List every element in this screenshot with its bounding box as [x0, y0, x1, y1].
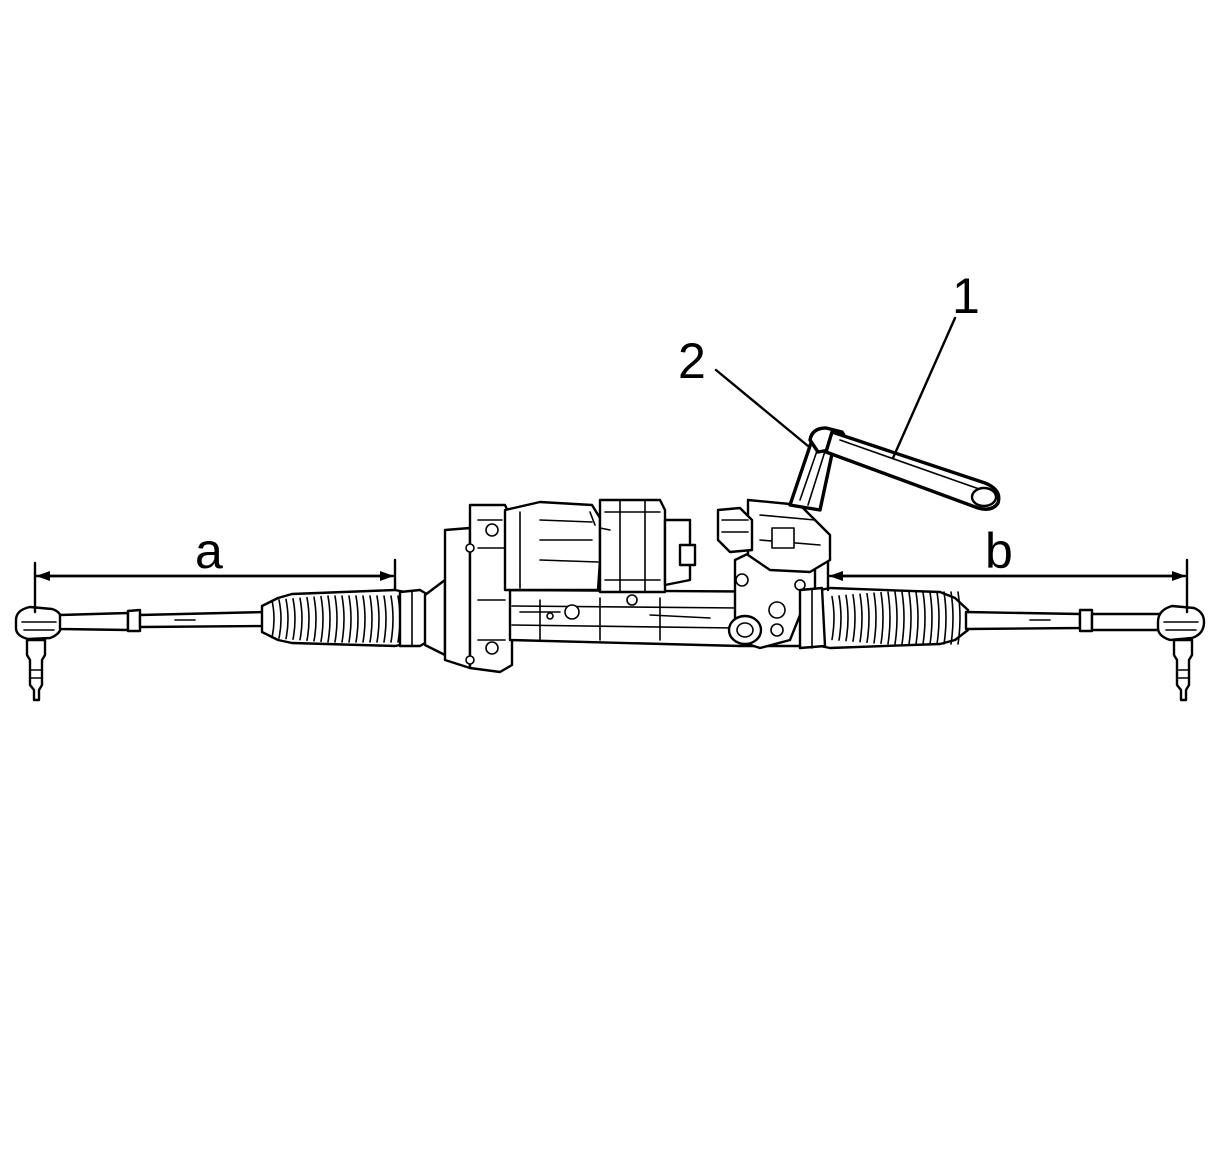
boot-rib: [901, 591, 905, 645]
boot-rib: [271, 599, 275, 639]
leader-line-2: [714, 368, 810, 448]
dimension-label-a: a: [195, 523, 223, 579]
boot-rib: [362, 595, 366, 643]
boot-rib: [320, 595, 324, 643]
boot-rib: [831, 595, 835, 641]
boot-rib: [929, 591, 933, 645]
boot-rib: [852, 594, 856, 642]
boot-rib: [334, 595, 338, 643]
boot-rib: [894, 591, 898, 645]
boot-rib: [838, 595, 842, 641]
left-tie-rod: [14, 605, 267, 702]
boot-rib: [950, 591, 954, 645]
boot-rib: [278, 599, 282, 639]
boot-rib: [887, 591, 891, 645]
dimension-a: [33, 558, 397, 614]
boot-rib: [915, 591, 919, 645]
boot-rib: [348, 595, 352, 643]
left-rack-boot: [260, 588, 407, 648]
boot-rib: [299, 597, 303, 641]
steering-gear-housing: [398, 498, 832, 674]
dimension-b: [826, 558, 1189, 614]
boot-rib: [355, 595, 359, 643]
right-tie-rod: [964, 604, 1206, 702]
boot-rib: [943, 591, 947, 645]
boot-rib: [866, 592, 870, 644]
boot-rib: [369, 595, 373, 643]
dimension-label-b: b: [985, 523, 1013, 579]
callout-label-1: 1: [952, 268, 980, 324]
boot-rib: [376, 595, 380, 643]
boot-rib: [313, 596, 317, 642]
boot-rib: [873, 592, 877, 644]
boot-rib: [292, 598, 296, 640]
boot-rib: [383, 595, 387, 643]
boot-rib: [908, 591, 912, 645]
boot-rib: [859, 593, 863, 643]
leader-lines: [714, 316, 957, 460]
boot-rib: [285, 598, 289, 640]
boot-rib: [922, 591, 926, 645]
boot-rib: [880, 591, 884, 645]
holding-tool: [788, 426, 1001, 512]
boot-rib: [957, 591, 961, 645]
boot-rib: [341, 595, 345, 643]
boot-rib: [845, 594, 849, 642]
boot-rib: [936, 591, 940, 645]
boot-rib: [390, 595, 394, 643]
right-rack-boot: [818, 586, 970, 650]
leader-line-1: [891, 316, 957, 460]
callout-label-2: 2: [678, 333, 706, 389]
boot-rib: [306, 596, 310, 642]
boot-rib: [327, 595, 331, 643]
